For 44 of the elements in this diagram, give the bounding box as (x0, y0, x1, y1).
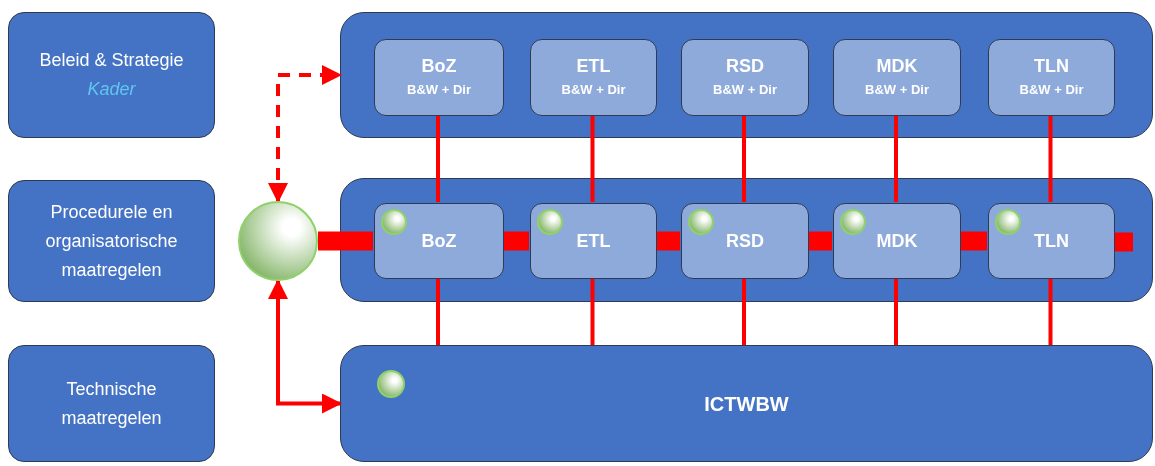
unit-box (988, 39, 1115, 116)
node-label: ETL (576, 54, 611, 78)
node-sublabel: B&W + Dir (1019, 80, 1084, 99)
node-sublabel: B&W + Dir (561, 80, 626, 99)
node-label: RSD (726, 229, 764, 253)
category-box (8, 345, 215, 462)
category-box (8, 12, 215, 138)
arrow (268, 279, 342, 414)
node-sublabel: Kader (87, 78, 136, 101)
connector-bar (1114, 232, 1133, 252)
node-sublabel: B&W + Dir (865, 80, 929, 99)
node-sublabel: B&W + Dir (713, 80, 777, 99)
category-box (8, 180, 215, 302)
system-panel (340, 345, 1153, 462)
unit-box (833, 203, 961, 279)
unit-box (833, 39, 961, 116)
layer-panel (340, 12, 1153, 138)
unit-box (681, 203, 809, 279)
node-label: BoZ (421, 54, 457, 78)
connector-bar (503, 231, 529, 251)
unit-box (530, 39, 657, 116)
node-label: ETL (576, 229, 611, 253)
node-label: BoZ (421, 229, 457, 253)
unit-box (988, 203, 1115, 279)
unit-box (374, 203, 504, 279)
node-label: RSD (726, 54, 764, 78)
connector-bar (808, 231, 832, 251)
connector-bar (656, 231, 680, 251)
connector-bar (318, 231, 373, 251)
node-label: Procedurele en organisatorische maatregelen (44, 200, 179, 282)
node-label: TLN (1034, 54, 1069, 78)
unit-box (374, 39, 504, 116)
node-label: Beleid & Strategie (39, 49, 184, 72)
node-sublabel: B&W + Dir (407, 80, 471, 99)
node-label: ICTWBW (704, 391, 789, 417)
connector-bar (960, 231, 987, 251)
node-label: Technische maatregelen (60, 377, 163, 430)
arrow (268, 65, 342, 203)
unit-box (681, 39, 809, 116)
layer-panel (340, 178, 1153, 302)
unit-box (530, 203, 657, 279)
node-label: TLN (1034, 229, 1069, 253)
node-label: MDK (876, 229, 918, 253)
node-label: MDK (876, 54, 918, 78)
